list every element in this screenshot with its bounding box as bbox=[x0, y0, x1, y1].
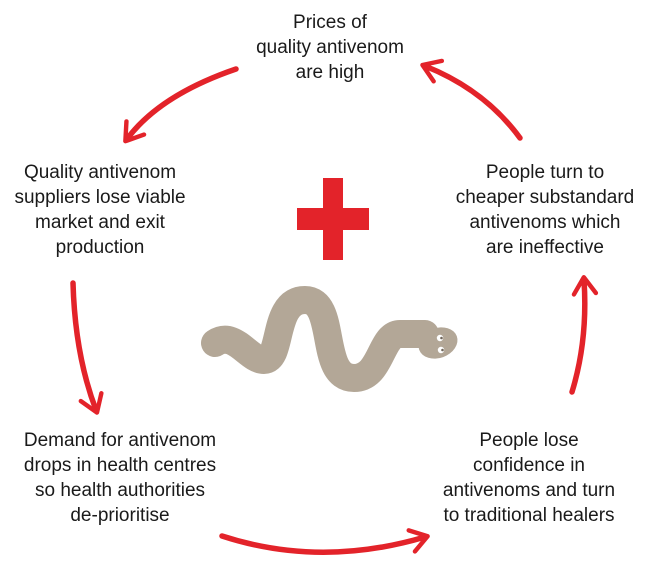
node-suppliers-exit: Quality antivenom suppliers lose viable … bbox=[0, 160, 200, 260]
node-line: market and exit bbox=[35, 212, 165, 233]
node-lose-confidence: People lose confidence in antivenoms and… bbox=[424, 428, 634, 528]
node-demand-drops: Demand for antivenom drops in health cen… bbox=[2, 428, 238, 528]
node-line: People turn to bbox=[485, 162, 605, 183]
arrow-left-to-bottom-left bbox=[70, 280, 104, 415]
node-line: production bbox=[55, 237, 145, 258]
arrow-right-to-top bbox=[420, 58, 523, 141]
node-line: quality antivenom bbox=[256, 37, 404, 58]
arrow-top-to-left bbox=[123, 66, 239, 144]
snake-eyes bbox=[436, 334, 445, 354]
node-line: Demand for antivenom bbox=[23, 430, 217, 451]
node-prices-high: Prices of quality antivenom are high bbox=[220, 10, 440, 85]
node-line: People lose bbox=[479, 430, 579, 451]
node-line: are high bbox=[295, 62, 365, 83]
node-line: drops in health centres bbox=[23, 455, 217, 476]
node-line: Prices of bbox=[293, 12, 367, 33]
node-line: confidence in bbox=[473, 455, 585, 476]
node-line: are ineffective bbox=[486, 237, 604, 258]
node-line: so health authorities bbox=[34, 480, 206, 501]
node-line: to traditional healers bbox=[443, 505, 615, 526]
node-cheaper-substandard: People turn to cheaper substandard antiv… bbox=[440, 160, 650, 260]
node-line: de-prioritise bbox=[70, 505, 170, 526]
node-line: antivenoms which bbox=[469, 212, 621, 233]
node-line: cheaper substandard bbox=[455, 187, 635, 208]
arrow-bottom-right-to-right bbox=[569, 275, 599, 395]
node-line: Quality antivenom bbox=[23, 162, 177, 183]
node-line: suppliers lose viable bbox=[14, 187, 186, 208]
red-cross-icon bbox=[297, 178, 369, 260]
snake-icon bbox=[201, 286, 458, 392]
node-line: antivenoms and turn bbox=[442, 480, 616, 501]
arrow-bottom-left-to-bottom-right bbox=[219, 528, 430, 555]
